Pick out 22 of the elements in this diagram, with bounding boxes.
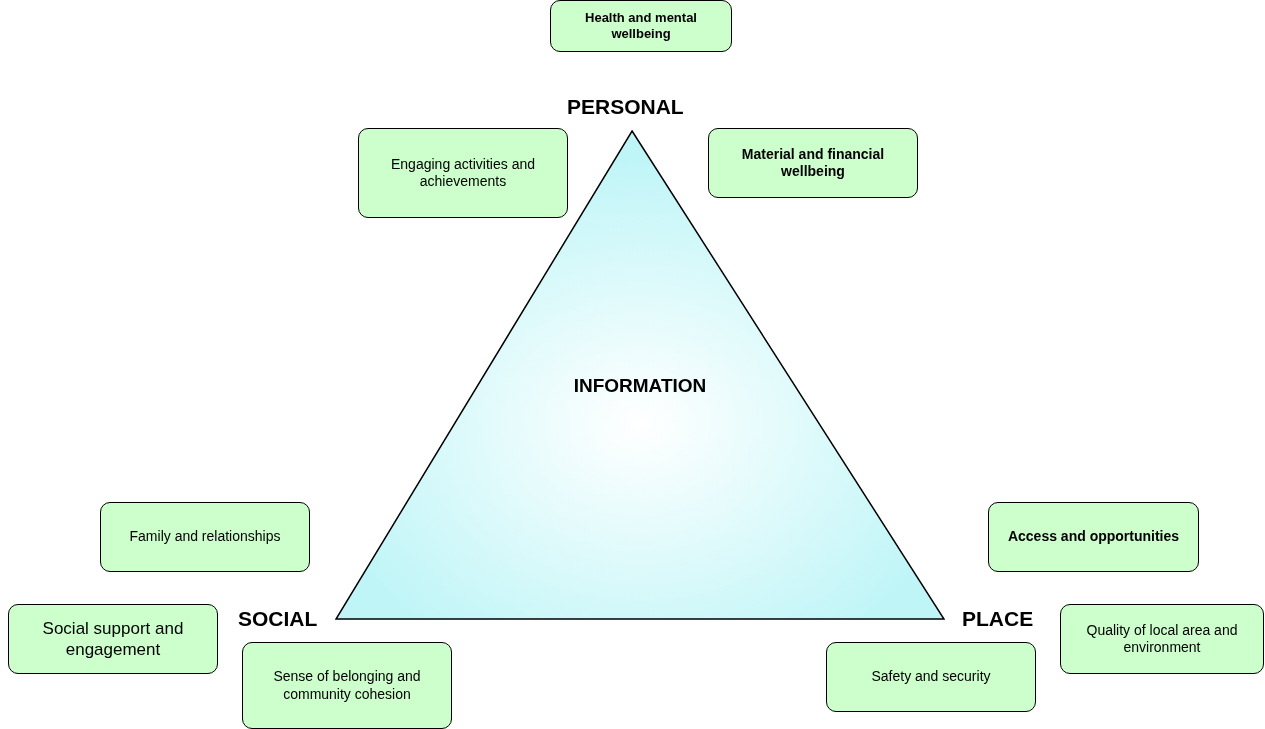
topic-box [1060, 604, 1264, 674]
topic-box [988, 502, 1199, 572]
box-text: Sense of belonging and community cohesion [272, 668, 422, 703]
topic-box [100, 502, 310, 572]
box-text: Engaging activities and achievements [390, 155, 536, 191]
box-text: Safety and security [871, 668, 991, 686]
topic-box [708, 128, 918, 198]
topic-box [550, 0, 732, 52]
box-text: Quality of local area and environment [1085, 621, 1239, 657]
box-text: Social support and engagement [41, 617, 185, 661]
topic-box [826, 642, 1036, 712]
box-text: Health and mental wellbeing [584, 9, 698, 43]
topic-box [8, 604, 218, 674]
center-label: INFORMATION [572, 375, 708, 397]
box-text: Access and opportunities [1007, 528, 1180, 546]
topic-box [358, 128, 568, 218]
box-text: Family and relationships [129, 528, 281, 546]
corner-label: SOCIAL [238, 607, 318, 631]
topic-box [242, 642, 452, 729]
corner-label: PLACE [962, 607, 1034, 631]
box-text: Material and financial wellbeing [740, 145, 886, 181]
corner-label: PERSONAL [567, 95, 684, 119]
